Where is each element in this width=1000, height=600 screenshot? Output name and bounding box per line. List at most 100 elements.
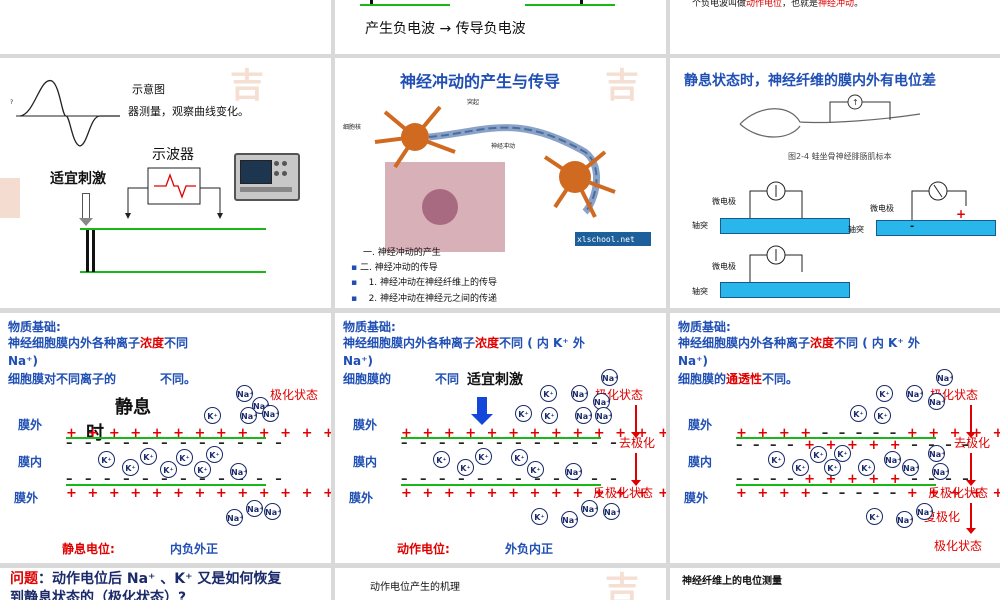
- ion-na: Na⁺: [226, 509, 243, 526]
- arrow-down: [635, 453, 637, 481]
- ion-k: K⁺: [204, 407, 221, 424]
- electrode-label: 微电极: [870, 204, 894, 213]
- stimulus-arrow: [82, 193, 90, 220]
- ion-na: Na⁺: [262, 405, 279, 422]
- waveform-graph: ?: [10, 80, 120, 147]
- ion-k: K⁺: [140, 448, 157, 465]
- slide-line: 神经细胞膜内外各种离子浓度不同: [8, 336, 189, 350]
- slide-oscilloscope[interactable]: 吉 ? 示意图 器测量，观察曲线变化。 示波器 适宜刺激: [0, 58, 331, 308]
- meter-circuit: [911, 181, 967, 220]
- resting-potential-label: 静息电位:: [62, 542, 115, 556]
- slide-top-right[interactable]: 个负电波叫做动作电位，也就是神经冲动。: [670, 0, 1000, 54]
- oscilloscope-circuit: [125, 167, 223, 219]
- watermark: 吉: [230, 66, 264, 106]
- ion-na: Na⁺: [603, 503, 620, 520]
- slide-top-middle[interactable]: 产生负电波 → 传导负电波: [335, 0, 666, 54]
- slide-mechanism[interactable]: 吉 动作电位产生的机理: [335, 568, 666, 600]
- frog-nerve-illustration: ↑: [739, 94, 921, 138]
- slide-title: 神经纤维上的电位测量: [682, 576, 782, 587]
- slide-subheading: 器测量，观察曲线变化。: [128, 105, 249, 118]
- polar-state-label: 极化状态: [270, 388, 319, 402]
- electrode-label: 微电极: [712, 197, 736, 206]
- minus-sign: -: [910, 221, 915, 232]
- axon-label: 轴突: [848, 225, 864, 234]
- slide-line: Na⁺): [678, 354, 708, 368]
- ion-k: K⁺: [531, 508, 548, 525]
- action-potential-text: 个负电波叫做动作电位，也就是神经冲动。: [692, 0, 864, 9]
- slide-question[interactable]: 问题：动作电位后 Na⁺ 、K⁺ 又是如何恢复 到静息状态的（极化状态）?: [0, 568, 331, 600]
- outside-label: 膜外: [349, 491, 374, 505]
- ion-na: Na⁺: [916, 503, 933, 520]
- ion-k: K⁺: [792, 459, 809, 476]
- slide-line: 细胞膜对不同离子的不同。: [8, 372, 197, 386]
- ion-k: K⁺: [98, 451, 115, 468]
- ion-k: K⁺: [834, 445, 851, 462]
- recover-label: 复极化: [924, 510, 961, 524]
- ion-na: Na⁺: [236, 385, 253, 402]
- slide-repolarization[interactable]: 物质基础: 神经细胞膜内外各种离子浓度不同 ( 内 K⁺ 外 Na⁺) 细胞膜的…: [670, 313, 1000, 563]
- svg-text:?: ?: [10, 99, 13, 106]
- slide-heading: 物质基础:: [678, 320, 731, 334]
- electrode-mark: [86, 230, 89, 272]
- outline-item-1: 一. 神经冲动的产生: [363, 248, 441, 258]
- ion-na: Na⁺: [240, 407, 257, 424]
- ion-k: K⁺: [874, 407, 891, 424]
- axon-label: 轴突: [692, 221, 708, 230]
- charge-row: + + + + – – – – – + + + + +: [736, 426, 1000, 441]
- ion-k: K⁺: [850, 405, 867, 422]
- stimulus-label: 适宜刺激: [50, 171, 106, 187]
- label-process: 突起: [467, 99, 480, 106]
- plus-sign: +: [956, 207, 967, 221]
- slide-heading: 示意图: [132, 83, 165, 96]
- ion-k: K⁺: [866, 508, 883, 525]
- membrane-line: [401, 484, 601, 486]
- stimulus-label: 适宜刺激: [467, 372, 523, 388]
- svg-text:↑: ↑: [852, 98, 859, 107]
- slide-title: 动作电位产生的机理: [370, 582, 460, 593]
- slide-line: 神经细胞膜内外各种离子浓度不同 ( 内 K⁺ 外: [678, 336, 920, 350]
- decor-pattern: [0, 178, 20, 218]
- ion-na: Na⁺: [928, 445, 945, 462]
- slide-top-left[interactable]: [0, 0, 331, 54]
- watermark: 吉: [605, 66, 639, 106]
- ion-na: Na⁺: [884, 451, 901, 468]
- slide-line: Na⁺): [343, 354, 373, 368]
- oscilloscope-device-icon: [234, 153, 300, 201]
- repolar-label: 反极化状态: [928, 486, 989, 500]
- slide-resting-measure[interactable]: 静息状态时，神经纤维的膜内外有电位差 ↑ 图2-4 蛙坐骨神经腓肠肌标本 微电极…: [670, 58, 1000, 308]
- outside-label: 膜外: [688, 418, 713, 432]
- resting-potential-value: 内负外正: [170, 542, 219, 556]
- ion-k: K⁺: [540, 385, 557, 402]
- ion-k: K⁺: [122, 459, 139, 476]
- ion-k: K⁺: [768, 451, 785, 468]
- ion-k: K⁺: [824, 459, 841, 476]
- ion-k: K⁺: [475, 448, 492, 465]
- outline-item-2: ▪ 二. 神经冲动的传导: [351, 263, 438, 273]
- slide-neuron[interactable]: 吉 神经冲动的产生与传导 细胞核 突起 神经冲动 xlschool.net 一.…: [335, 58, 666, 308]
- stimulus-arrow-head: [471, 414, 493, 425]
- slide-measurement[interactable]: 神经纤维上的电位测量: [670, 568, 1000, 600]
- repolar-label: 反极化状态: [593, 486, 654, 500]
- ion-na: Na⁺: [264, 503, 281, 520]
- membrane-line: [401, 437, 601, 439]
- arrow-down: [970, 453, 972, 481]
- outside-label: 膜外: [18, 418, 43, 432]
- meter-circuit: [749, 245, 803, 284]
- slide-resting-potential[interactable]: 物质基础: 神经细胞膜内外各种离子浓度不同 Na⁺) 细胞膜对不同离子的不同。 …: [0, 313, 331, 563]
- depolar-label: 去极化: [954, 436, 991, 450]
- slide-line: 细胞膜的不同: [343, 372, 460, 386]
- arrow-down-head: [631, 432, 641, 438]
- slide-action-potential[interactable]: 物质基础: 神经细胞膜内外各种离子浓度不同 ( 内 K⁺ 外 Na⁺) 细胞膜的…: [335, 313, 666, 563]
- axon-label: 轴突: [692, 287, 708, 296]
- outline-item-3: ▪ 1. 神经冲动在神经纤维上的传导: [351, 278, 498, 288]
- axon-bar: [876, 220, 996, 236]
- ion-k: K⁺: [457, 459, 474, 476]
- arrow-down: [635, 405, 637, 433]
- membrane-line: [66, 437, 266, 439]
- charge-row: + + + + + + + + + + + + + +: [401, 426, 666, 441]
- question-text: 问题：动作电位后 Na⁺ 、K⁺ 又是如何恢复: [10, 571, 282, 587]
- ion-na: Na⁺: [575, 407, 592, 424]
- ion-na: Na⁺: [896, 511, 913, 528]
- action-potential-value: 外负内正: [505, 542, 554, 556]
- slide-title: 神经冲动的产生与传导: [400, 72, 561, 91]
